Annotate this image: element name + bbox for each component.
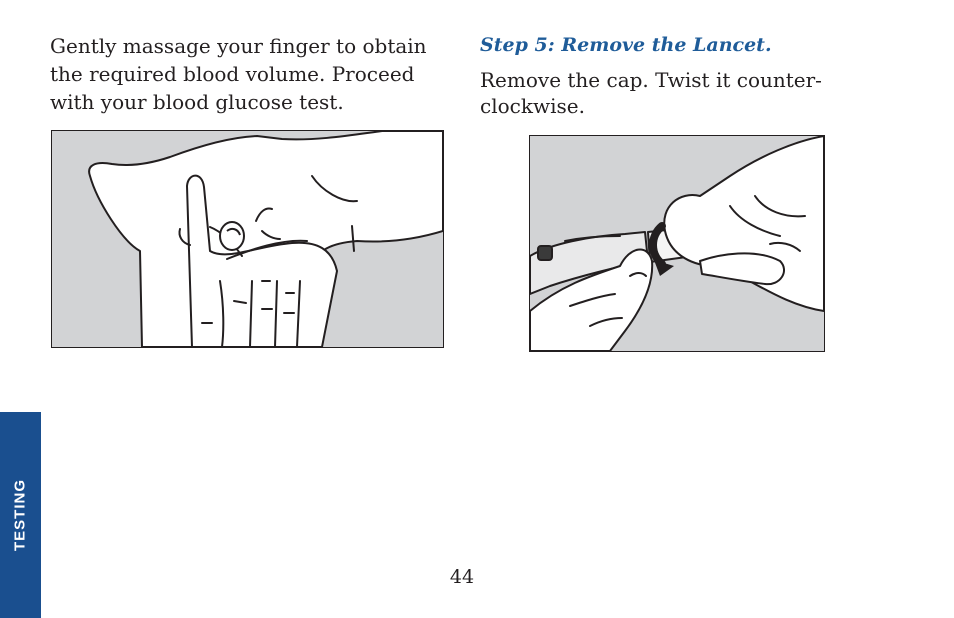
lancet-drawing [530, 136, 824, 351]
side-tab [0, 412, 41, 618]
massage-instructions: Gently massage your finger to obtain the… [50, 34, 427, 114]
side-tab-label: TESTING [11, 478, 29, 552]
remove-cap-instructions: Remove the cap. Twist it counter- clockw… [480, 68, 822, 118]
page-number: 44 [449, 566, 475, 588]
hand-drawing [88, 131, 443, 347]
step-heading: Step 5: Remove the Lancet. [480, 34, 772, 56]
finger-massage-illustration [51, 130, 444, 348]
lancet-cap-removal-illustration [529, 135, 825, 352]
